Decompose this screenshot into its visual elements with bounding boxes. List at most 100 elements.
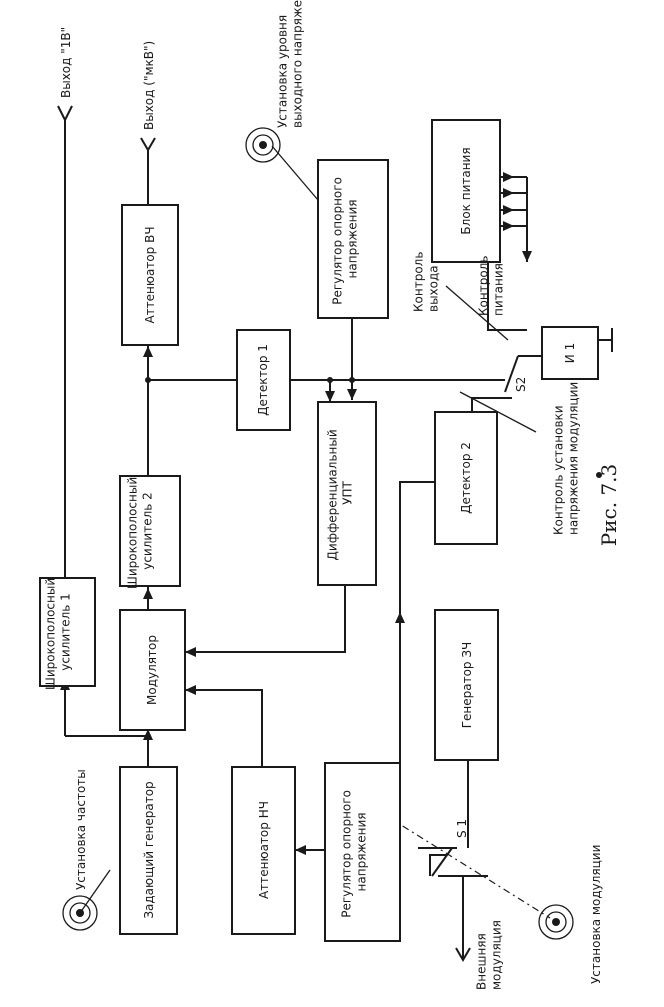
wire-power-control — [487, 262, 527, 331]
terminal-ext-mod-icon — [455, 947, 471, 962]
label-output-1v: Выход "1В" — [59, 27, 73, 98]
caption-dot — [596, 472, 602, 478]
line-level-knob — [271, 145, 319, 201]
block-label-line: Дифференциальный — [326, 429, 340, 560]
terminal-output-1v-icon — [57, 105, 73, 123]
label-switch-s1: S 1 — [455, 819, 469, 838]
block-wideband-amp-2: Широкополосный усилитель 2 — [119, 475, 181, 589]
label-line: Внешняя — [475, 933, 489, 990]
terminal-output-uv-icon — [140, 137, 156, 152]
block-label: Регулятор опорного напряжения — [340, 786, 369, 918]
arrow-ps-4 — [503, 221, 514, 231]
block-label-line: Регулятор опорного — [331, 177, 345, 305]
wire-s1-to-refreg — [429, 854, 447, 876]
label-modulation-setting: Установка модуляции — [589, 845, 603, 984]
label-output-uv: Выход ("мкВ") — [142, 41, 156, 130]
wire-det2-to-s2 — [471, 397, 512, 412]
block-detector-1: Детектор 1 — [236, 329, 291, 431]
arrow-ps-3 — [503, 205, 514, 215]
figure-caption: Рис. 7.3 — [597, 464, 621, 547]
wire-s2-lever — [504, 355, 519, 393]
block-label: Детектор 1 — [256, 344, 270, 416]
arrow-refreg-up — [395, 612, 405, 623]
arrow-to-amp2 — [143, 588, 153, 599]
junction-refreg — [349, 377, 355, 383]
block-meter: И 1 — [541, 326, 599, 380]
block-label: Регулятор опорного напряжения — [331, 173, 360, 305]
label-external-modulation: Внешняя модуляция — [475, 920, 504, 990]
label-power-control: Контроль питания — [477, 252, 506, 316]
arrowheads — [60, 172, 532, 855]
label-line: Контроль установки — [552, 405, 566, 535]
knobs — [62, 127, 574, 940]
block-label-line: Регулятор опорного — [340, 790, 354, 918]
block-label: Детектор 2 — [459, 442, 473, 514]
output-level-knob-icon — [245, 127, 281, 163]
block-lf-attenuator: Аттенюатор НЧ — [231, 766, 296, 935]
block-rf-attenuator: Аттенюатор ВЧ — [121, 204, 179, 346]
wire-s1-lever — [431, 847, 453, 877]
wire-meter-ground — [597, 339, 612, 353]
label-line: Установка уровня — [276, 15, 290, 128]
block-label: Блок питания — [459, 147, 473, 234]
label-switch-s2: S2 — [514, 377, 528, 392]
block-label-line: питания — [492, 263, 506, 316]
wire-lfatt-to-modulator — [185, 689, 263, 767]
block-label: Модулятор — [145, 635, 159, 705]
arrow-ps-down — [522, 251, 532, 262]
output-terminals — [57, 105, 471, 962]
arrow-ps-2 — [503, 188, 514, 198]
block-label-line: напряжения модуляции — [567, 382, 581, 535]
block-differential-dc-amp: Дифференциальный УПТ — [317, 401, 377, 586]
block-label: Дифференциальный УПТ — [326, 426, 355, 561]
arrow-to-ddc-left — [325, 391, 335, 402]
arrow-ddc-to-mod — [185, 647, 196, 657]
block-label-line: УПТ — [341, 481, 355, 505]
block-master-generator: Задающий генератор — [119, 766, 178, 935]
arrow-to-ddc-right — [347, 389, 357, 400]
block-label-line: напряжения — [346, 200, 360, 279]
wire-refreg-to-det2 — [399, 481, 435, 763]
block-label: Широкополосный усилитель 1 — [44, 574, 73, 690]
block-label-line: Широкополосный — [44, 578, 58, 690]
modulation-knob-icon — [538, 904, 574, 940]
block-af-generator: Генератор ЗЧ — [434, 609, 499, 761]
arrow-lfatt-to-mod — [185, 685, 196, 695]
block-modulator: Модулятор — [119, 609, 186, 731]
block-label-line: модуляция — [490, 920, 504, 990]
block-label: И 1 — [563, 343, 577, 363]
block-label: Аттенюатор НЧ — [257, 801, 271, 899]
block-ref-voltage-regulator-top: Регулятор опорного напряжения — [317, 159, 389, 319]
line-output-control — [445, 285, 509, 341]
block-wideband-amp-1: Широкополосный усилитель 1 — [39, 574, 96, 690]
label-frequency-setting: Установка частоты — [74, 769, 88, 890]
block-ref-voltage-regulator-bottom: Регулятор опорного напряжения — [324, 762, 401, 942]
label-modulation-voltage-control: Контроль установки напряжения модуляции — [552, 382, 581, 535]
block-label-line: напряжения — [355, 813, 369, 892]
label-line: Контроль — [412, 252, 426, 312]
label-line: Контроль — [477, 256, 491, 316]
labels: Выход "1В" Выход ("мкВ") Установка часто… — [59, 0, 621, 990]
block-label-line: Широкополосный — [126, 477, 140, 589]
wire-ddc-to-modulator — [185, 585, 346, 653]
block-label: Задающий генератор — [142, 781, 156, 918]
label-output-control: Контроль выхода — [412, 248, 441, 312]
arrow-to-rfatt — [143, 346, 153, 357]
block-label-line: выхода — [427, 265, 441, 312]
label-output-level-setting: Установка уровня выходного напряжения — [276, 0, 305, 128]
block-label: Аттенюатор ВЧ — [143, 226, 157, 323]
block-label-line: усилитель 1 — [59, 593, 73, 671]
block-label: Генератор ЗЧ — [460, 642, 474, 729]
line-freq-knob — [79, 869, 111, 914]
arrow-to-modulator — [143, 729, 153, 740]
arrow-to-lfatt — [295, 845, 306, 855]
arrow-ps-1 — [503, 172, 514, 182]
block-label-line: усилитель 2 — [141, 492, 155, 570]
block-detector-2: Детектор 2 — [434, 411, 498, 545]
junction-amp2 — [145, 377, 151, 383]
junction-ddc — [327, 377, 333, 383]
wire-ps-taps — [500, 176, 527, 227]
block-power-supply: Блок питания — [431, 119, 501, 263]
